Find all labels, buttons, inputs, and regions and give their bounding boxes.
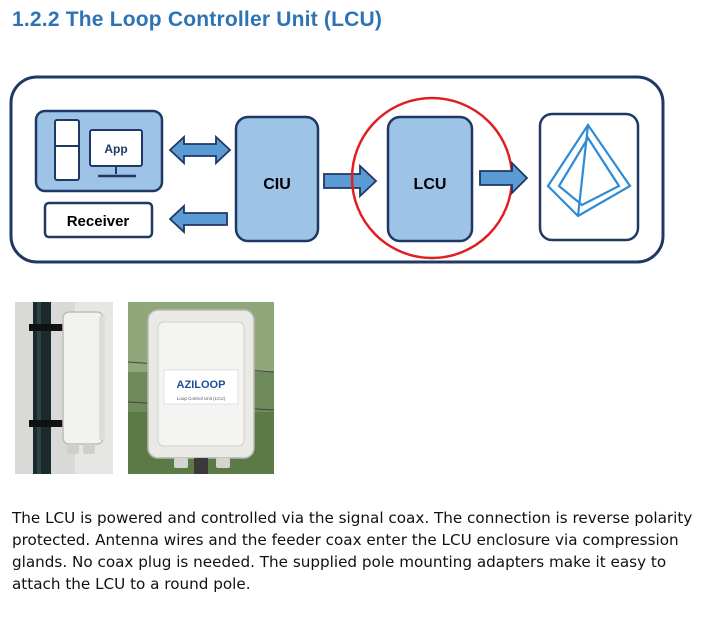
right-arrow-lcu-antenna xyxy=(479,160,529,196)
lcu-label: LCU xyxy=(414,176,447,193)
antenna-box xyxy=(538,112,640,242)
lcu-front-photo: AZILOOP Loop Control Unit (LCU) xyxy=(128,302,274,474)
receiver-label: Receiver xyxy=(67,213,130,230)
app-label: App xyxy=(104,142,127,156)
left-arrow xyxy=(168,203,228,235)
ciu-box xyxy=(234,115,320,243)
ciu-label: CIU xyxy=(263,176,291,193)
system-diagram: App Receiver CIU LCU xyxy=(9,75,665,264)
product-sub-label: Loop Control Unit (LCU) xyxy=(177,396,226,401)
section-heading: 1.2.2 The Loop Controller Unit (LCU) xyxy=(12,8,383,31)
brand-label: AZILOOP xyxy=(177,379,226,391)
description-paragraph: The LCU is powered and controlled via th… xyxy=(12,509,693,593)
computer-box: App xyxy=(34,109,164,193)
bidirectional-arrow xyxy=(168,134,232,166)
antenna-icon xyxy=(546,123,632,218)
right-arrow-ciu-lcu xyxy=(323,163,378,199)
receiver-box xyxy=(43,201,154,239)
pc-tower-icon xyxy=(54,119,80,181)
lcu-box xyxy=(386,115,474,243)
lcu-side-photo xyxy=(15,302,113,474)
